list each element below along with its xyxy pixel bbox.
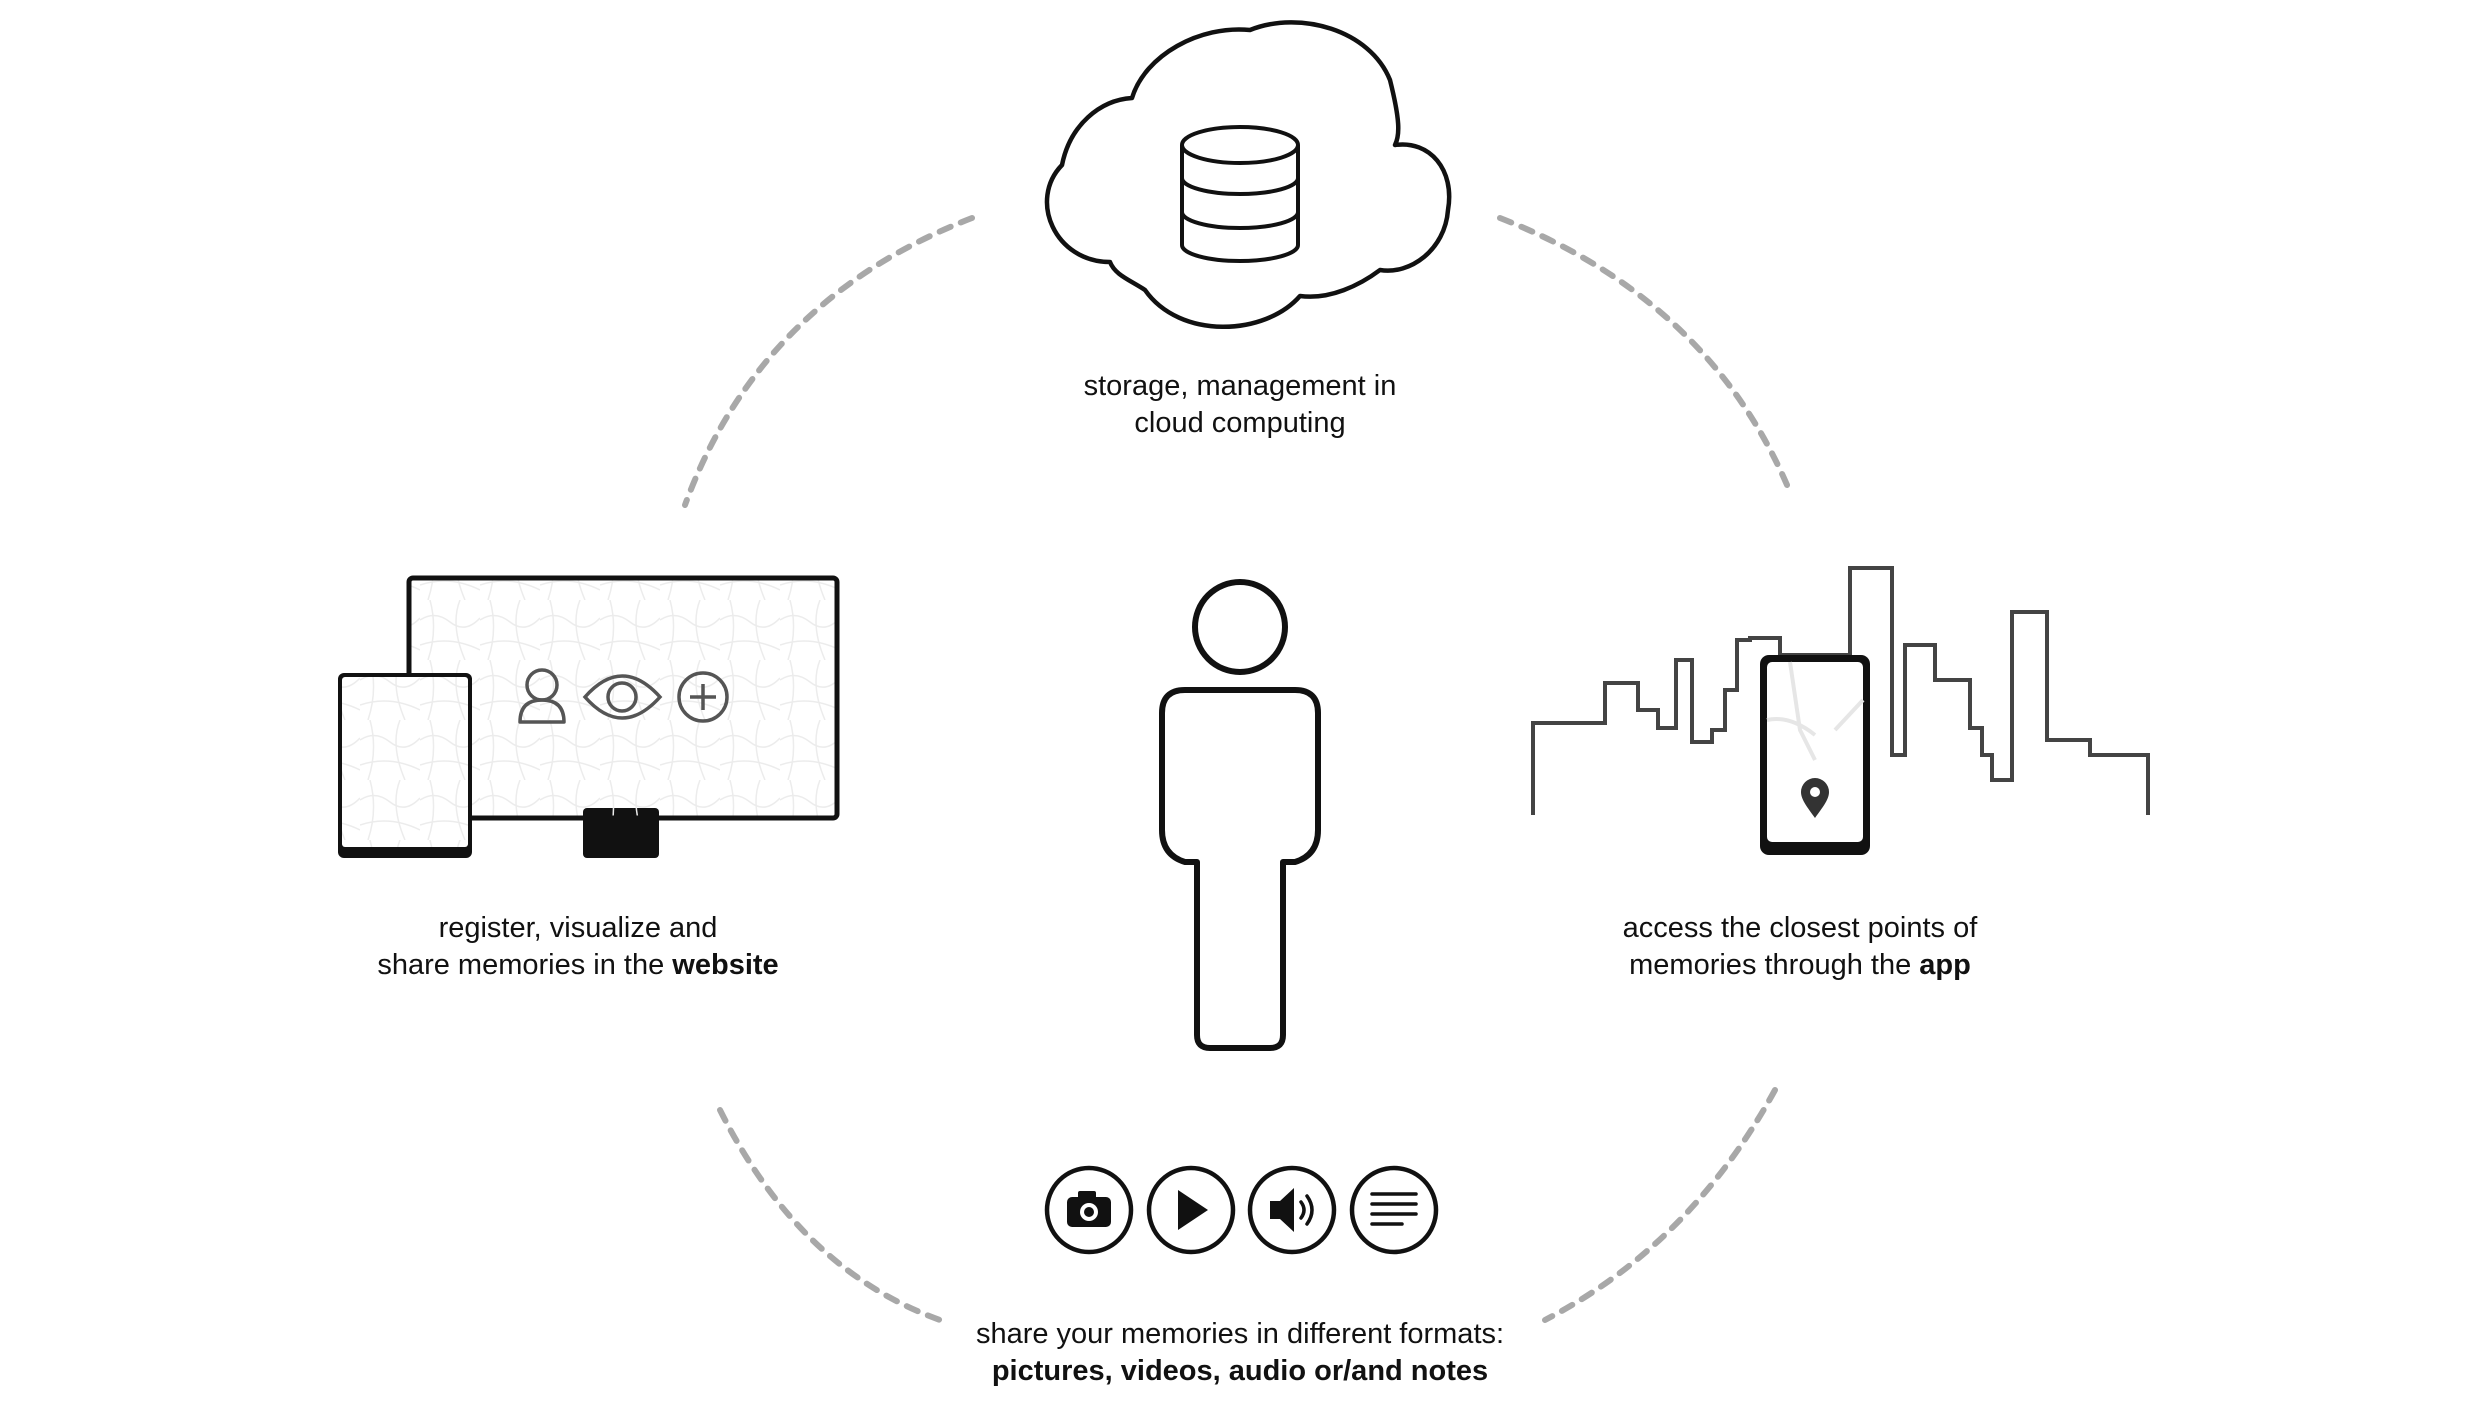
formats-caption: share your memories in different formats… <box>900 1316 1580 1390</box>
camera-icon <box>1044 1165 1134 1255</box>
app-caption-line1: access the closest points of <box>1622 912 1978 944</box>
ring-arc-bottom-left <box>717 1107 943 1323</box>
website-caption-line1: register, visualize and <box>438 912 718 944</box>
cloud-caption-line1: storage, management in <box>1083 370 1397 402</box>
person-icon <box>1159 579 1321 1051</box>
map-pin-icon <box>1801 778 1829 818</box>
ring-arc-top-left <box>682 215 975 508</box>
person-body <box>1159 687 1321 1051</box>
formats-caption-bold: pictures, videos, audio or/and notes <box>991 1355 1489 1387</box>
website-devices <box>338 575 840 858</box>
ring-arc-bottom-right <box>1542 1087 1778 1323</box>
notes-icon <box>1349 1165 1439 1255</box>
app-caption: access the closest points of memories th… <box>1560 910 2040 984</box>
phone-screen <box>1767 662 1863 842</box>
app-group <box>1531 566 2150 855</box>
monitor-screen <box>406 575 840 821</box>
speaker-icon <box>1247 1165 1337 1255</box>
format-icons <box>1044 1165 1439 1255</box>
website-caption-line2: share memories in the website <box>328 947 828 984</box>
website-caption-prefix: share memories in the <box>377 949 673 981</box>
website-caption-bold: website <box>672 949 779 981</box>
person-head <box>1192 579 1288 675</box>
cloud-caption: storage, management in cloud computing <box>1040 368 1440 442</box>
app-caption-bold: app <box>1919 949 1971 981</box>
eye-icon <box>582 674 663 720</box>
app-caption-line2: memories through the app <box>1560 947 2040 984</box>
formats-caption-line2: pictures, videos, audio or/and notes <box>900 1353 1580 1390</box>
ring-arc-top-right <box>1497 215 1793 495</box>
website-caption: register, visualize and share memories i… <box>328 910 828 984</box>
play-icon <box>1146 1165 1236 1255</box>
cloud-caption-line2: cloud computing <box>1134 407 1346 439</box>
cloud-group <box>1044 20 1452 329</box>
user-icon <box>518 668 566 724</box>
database-icon <box>1180 125 1300 263</box>
formats-caption-line1: share your memories in different formats… <box>975 1318 1505 1350</box>
app-caption-prefix: memories through the <box>1629 949 1920 981</box>
plus-circle-icon <box>677 671 729 723</box>
dashed-ring <box>682 215 1793 1323</box>
